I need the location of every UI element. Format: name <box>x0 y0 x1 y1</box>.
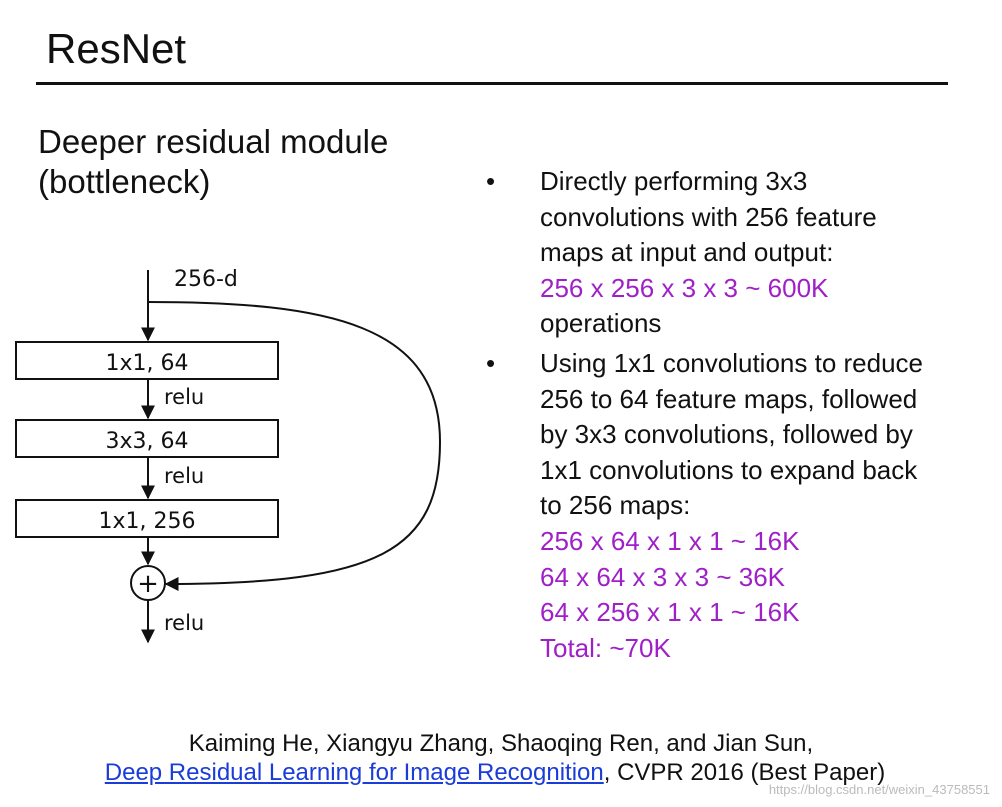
bullet-marker: • <box>486 166 496 196</box>
bullet-marker: • <box>486 347 496 378</box>
relu-label-2: relu <box>164 464 204 488</box>
bullet-2-line-4: 1x1 convolutions to expand back <box>540 454 918 485</box>
conv-block-3-label: 1x1, 256 <box>99 509 196 534</box>
page-title: ResNet <box>46 25 187 72</box>
watermark: https://blog.csdn.net/weixin_43758551 <box>768 782 990 797</box>
bullet-2-line-2: 256 to 64 feature maps, followed <box>540 383 918 414</box>
conv-block-3 <box>15 499 279 538</box>
conv-block-1 <box>15 341 279 380</box>
bullet-2-line-1: Using 1x1 convolutions to reduce <box>540 347 924 378</box>
relu-label-3: relu <box>164 611 204 635</box>
subtitle-line-2: (bottleneck) <box>38 163 211 200</box>
bullet-2-ops-3: 64 x 256 x 1 x 1 ~ 16K <box>540 597 800 628</box>
bullet-2-line-3: by 3x3 convolutions, followed by <box>540 419 913 450</box>
citation-authors: Kaiming He, Xiangyu Zhang, Shaoqing Ren,… <box>188 730 814 757</box>
skip-connection-arrow <box>147 301 442 591</box>
citation-source: Deep Residual Learning for Image Recogni… <box>0 757 990 788</box>
bullet-1-line-3: maps at input and output: <box>540 237 834 268</box>
bullet-1-line-2: convolutions with 256 feature <box>540 201 877 232</box>
bullet-2-line-5: to 256 maps: <box>540 490 691 521</box>
bullet-item-direct-conv: • Directly performing 3x3 convolutions w… <box>480 164 990 342</box>
bullet-2-ops-2: 64 x 64 x 3 x 3 ~ 36K <box>540 561 785 592</box>
subtitle-line-1: Deeper residual module <box>38 123 389 160</box>
conv-block-2 <box>15 419 279 458</box>
bullet-list: • Directly performing 3x3 convolutions w… <box>480 164 990 670</box>
citation-venue: , CVPR 2016 (Best Paper) <box>603 759 886 786</box>
sum-symbol: + <box>137 569 159 599</box>
conv-block-2-label: 3x3, 64 <box>106 429 189 454</box>
conv-block-1-label: 1x1, 64 <box>106 351 189 376</box>
bullet-2-total: Total: ~70K <box>540 632 671 663</box>
paper-link[interactable]: Deep Residual Learning for Image Recogni… <box>104 759 604 786</box>
bullet-1-line-after: operations <box>540 308 662 339</box>
input-dim-label: 256-d <box>174 267 238 292</box>
bullet-2-ops-1: 256 x 64 x 1 x 1 ~ 16K <box>540 525 800 556</box>
bullet-item-bottleneck: • Using 1x1 convolutions to reduce 256 t… <box>480 346 990 666</box>
section-subtitle: Deeper residual module (bottleneck) <box>38 122 388 202</box>
bullet-1-line-1: Directly performing 3x3 <box>540 166 808 196</box>
title-divider <box>36 82 948 85</box>
relu-label-1: relu <box>164 385 204 409</box>
bottleneck-diagram: 256-d 1x1, 64 relu 3x3, 64 relu 1x1, 256… <box>15 267 442 644</box>
bullet-1-ops-count: 256 x 256 x 3 x 3 ~ 600K <box>540 272 829 303</box>
